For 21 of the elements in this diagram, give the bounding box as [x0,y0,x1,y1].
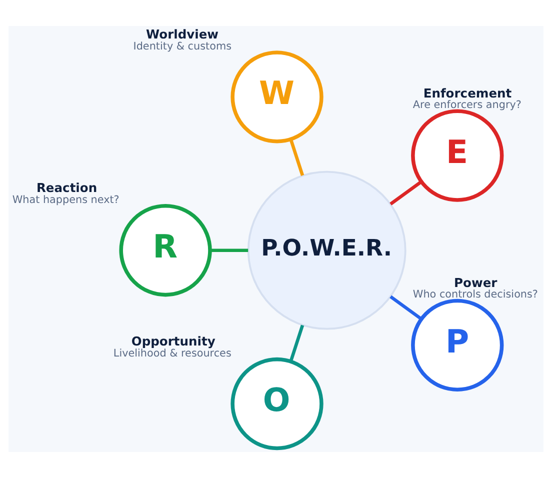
connector [289,324,304,362]
node-label: Are enforcers angry? [412,98,522,111]
node-label: Identity & customs [133,40,232,52]
node-label: Enforcement [423,86,512,100]
node-label: Opportunity [131,334,216,348]
connector [390,294,422,320]
node-label: Worldview [146,27,219,42]
node-circle: P [411,298,504,391]
node-circle: E [411,108,504,202]
connector [289,138,304,176]
node-label: Who controls decisions? [412,288,538,300]
connector [390,180,422,205]
node-label: Livelihood & resources [113,346,232,359]
node-circle: P.O.W.E.R. [247,170,406,330]
node-circle: O [230,356,324,450]
node-label: Reaction [36,180,98,195]
node-circle: W [230,50,324,143]
node-circle: R [119,204,212,296]
connector [210,248,248,252]
node-label: What happens next? [12,193,120,206]
node-label: Power [454,275,498,290]
